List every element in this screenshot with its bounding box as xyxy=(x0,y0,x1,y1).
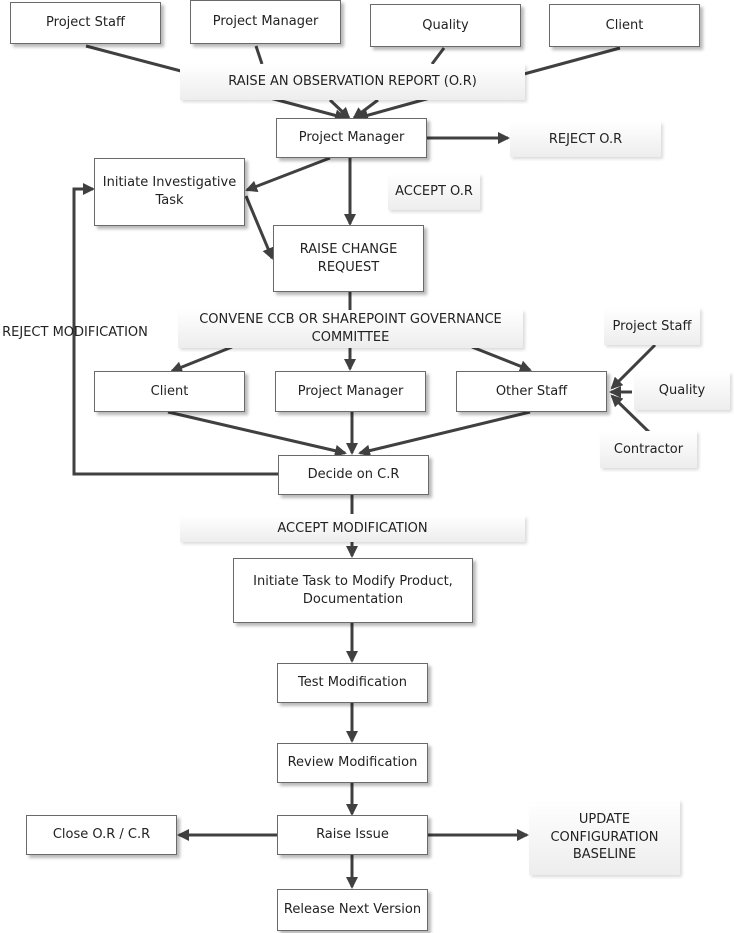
other-contractor-node: Contractor xyxy=(600,431,697,468)
pm-review-label: Project Manager xyxy=(298,130,405,146)
other-project-staff-node: Project Staff xyxy=(604,308,700,345)
accept-or-node: ACCEPT O.R xyxy=(388,174,480,210)
close-or-cr-node: Close O.R / C.R xyxy=(26,815,177,855)
source-quality-node: Quality xyxy=(370,4,521,47)
initiate-investigative-task-node: Initiate Investigative Task xyxy=(94,158,245,226)
source-project-manager-label: Project Manager xyxy=(212,14,319,30)
raise-observation-report-banner: RAISE AN OBSERVATION REPORT (O.R) xyxy=(180,64,525,100)
other-quality-label: Quality xyxy=(658,383,706,399)
release-next-version-node: Release Next Version xyxy=(277,889,428,931)
source-project-staff-node: Project Staff xyxy=(10,2,161,44)
initiate-investigative-task-label: Initiate Investigative Task xyxy=(102,175,237,208)
accept-modification-banner: ACCEPT MODIFICATION xyxy=(180,516,525,542)
decide-cr-node: Decide on C.R xyxy=(278,455,429,495)
convene-ccb-label: CONVENE CCB OR SHAREPOINT GOVERNANCE COM… xyxy=(199,312,502,345)
arrow-convene-to-client xyxy=(170,345,233,373)
initiate-modify-task-label: Initiate Task to Modify Product, Documen… xyxy=(253,573,453,607)
arrow-investigative-to-change-request xyxy=(244,195,274,260)
ccb-project-manager-node: Project Manager xyxy=(275,371,426,412)
update-configuration-baseline-label: UPDATE CONFIGURATION BASELINE xyxy=(550,812,659,863)
arrow-contractor-to-other xyxy=(610,394,652,435)
test-modification-node: Test Modification xyxy=(277,663,428,703)
ccb-project-manager-label: Project Manager xyxy=(297,383,404,399)
raise-change-request-node: RAISE CHANGE REQUEST xyxy=(273,225,424,292)
accept-modification-label: ACCEPT MODIFICATION xyxy=(277,521,428,537)
close-or-cr-label: Close O.R / C.R xyxy=(52,827,151,843)
raise-change-request-label: RAISE CHANGE REQUEST xyxy=(299,241,398,275)
review-modification-label: Review Modification xyxy=(287,755,418,771)
source-project-staff-label: Project Staff xyxy=(46,15,125,31)
source-client-node: Client xyxy=(549,4,700,47)
release-next-version-label: Release Next Version xyxy=(283,902,422,918)
initiate-modify-task-node: Initiate Task to Modify Product, Documen… xyxy=(233,558,473,623)
ccb-client-node: Client xyxy=(94,371,245,412)
arrow-client-to-decide xyxy=(167,410,347,457)
arrow-or-to-pm-4 xyxy=(356,96,431,122)
arrow-client-to-raise-or xyxy=(523,46,621,76)
test-modification-label: Test Modification xyxy=(298,675,407,691)
reject-modification-label-box: REJECT MODIFICATION xyxy=(0,322,150,344)
reject-or-node: REJECT O.R xyxy=(510,122,661,157)
other-project-staff-label: Project Staff xyxy=(612,318,692,334)
arrow-convene-to-other-staff xyxy=(471,345,532,372)
arrow-reject-modification-loop xyxy=(72,183,278,476)
arrow-or-to-pm-1 xyxy=(269,96,347,122)
source-client-label: Client xyxy=(605,17,644,33)
pm-review-node: Project Manager xyxy=(276,118,427,158)
source-quality-label: Quality xyxy=(422,17,469,33)
ccb-client-label: Client xyxy=(150,383,189,399)
convene-ccb-banner: CONVENE CCB OR SHAREPOINT GOVERNANCE COM… xyxy=(178,310,523,348)
arrow-pm-to-raise-or xyxy=(254,45,264,65)
review-modification-node: Review Modification xyxy=(277,743,428,783)
decide-cr-label: Decide on C.R xyxy=(307,467,400,483)
arrow-other-to-decide xyxy=(358,410,531,457)
other-contractor-label: Contractor xyxy=(613,441,684,457)
arrow-quality-to-raise-or xyxy=(430,47,446,65)
reject-or-label: REJECT O.R xyxy=(548,131,623,147)
accept-or-label: ACCEPT O.R xyxy=(395,184,473,200)
ccb-other-staff-label: Other Staff xyxy=(495,383,568,399)
other-quality-node: Quality xyxy=(634,372,730,410)
arrow-or-to-pm-2 xyxy=(328,98,351,120)
arrow-project-staff-to-other xyxy=(610,343,657,390)
raise-observation-report-label: RAISE AN OBSERVATION REPORT (O.R) xyxy=(228,74,477,90)
reject-modification-label: REJECT MODIFICATION xyxy=(2,325,148,341)
raise-issue-label: Raise Issue xyxy=(316,827,389,843)
raise-issue-node: Raise Issue xyxy=(277,815,428,855)
update-configuration-baseline-node: UPDATE CONFIGURATION BASELINE xyxy=(529,800,680,875)
source-project-manager-node: Project Manager xyxy=(190,0,341,44)
ccb-other-staff-node: Other Staff xyxy=(456,371,607,412)
arrow-pm-to-investigative xyxy=(245,156,331,193)
